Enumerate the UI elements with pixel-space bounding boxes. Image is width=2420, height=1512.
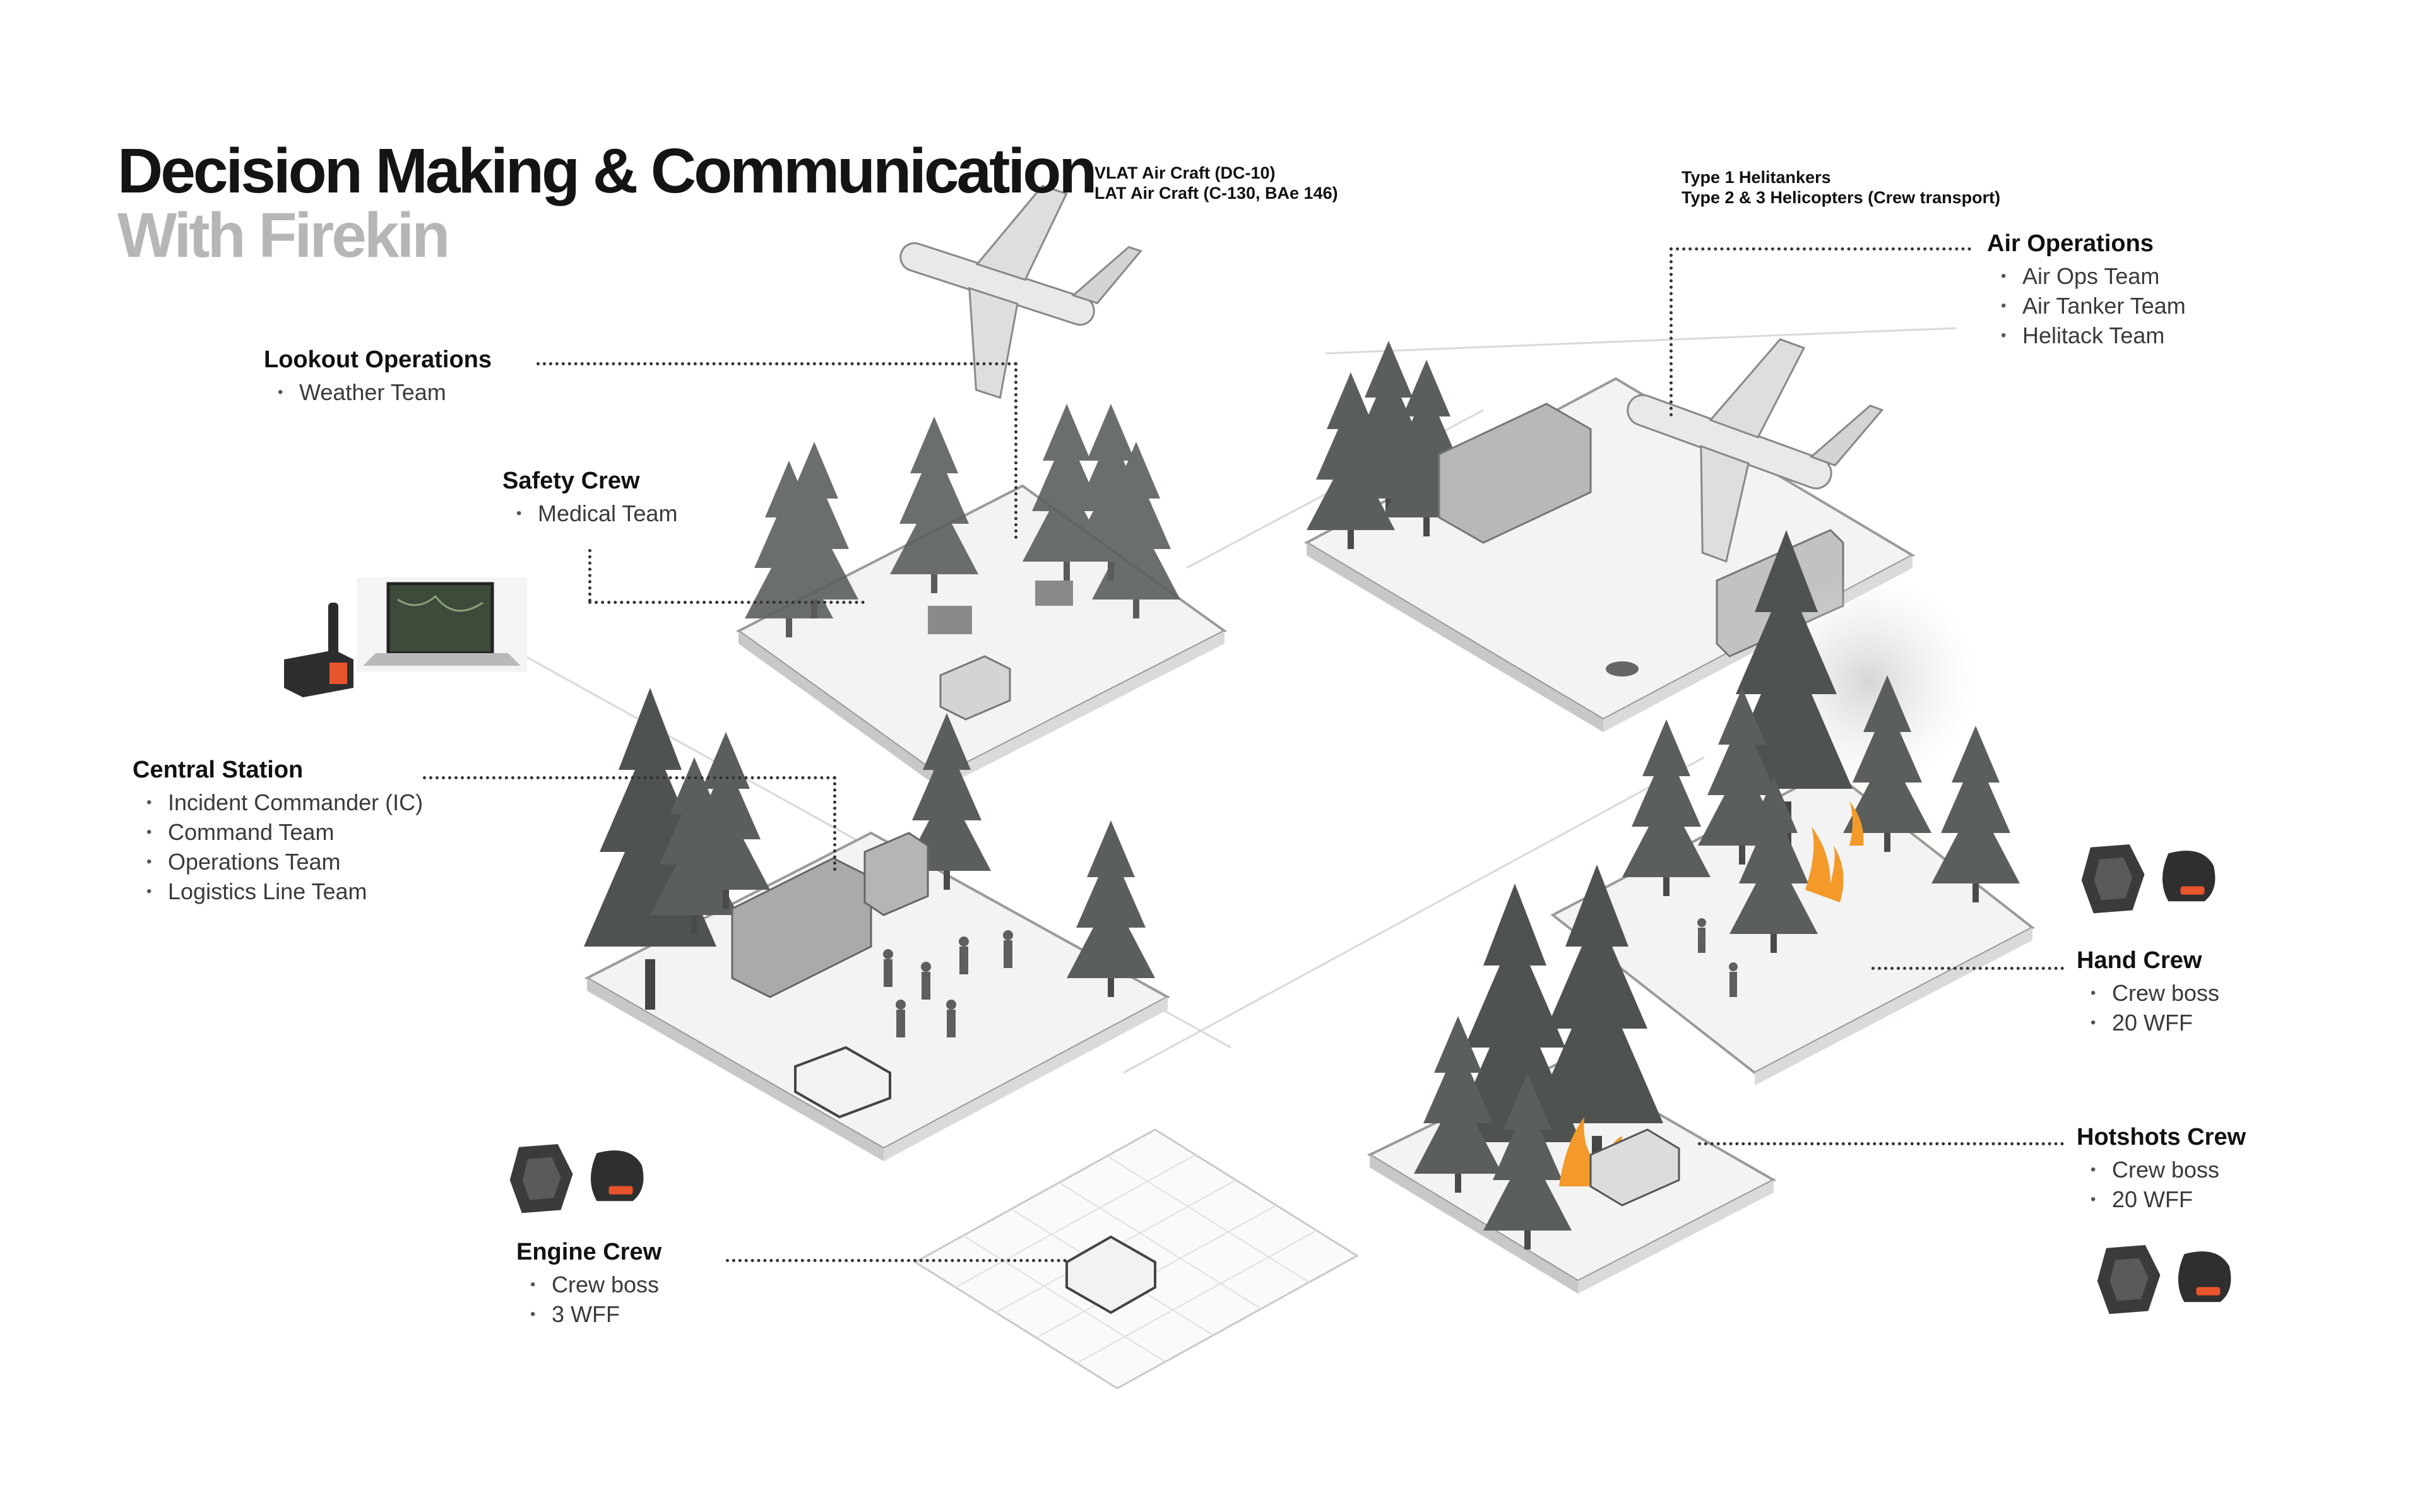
air-ops-leader-line [1670,247,1673,416]
wearable-device-icon [509,1144,644,1214]
group-item: 20 WFF [2077,1008,2219,1037]
group-title: Lookout Operations [264,346,492,373]
fixed-wing-aircraft-note: VLAT Air Craft (DC-10) LAT Air Craft (C-… [1094,163,1338,203]
safety-leader-line [588,549,591,602]
wearable-device-icon [2097,1245,2231,1314]
central-leader-line [833,776,836,871]
group-item: 20 WFF [2077,1184,2246,1214]
group-title: Hotshots Crew [2077,1124,2246,1150]
hotshots-crew-group: Hotshots Crew Crew boss 20 WFF [2077,1123,2246,1214]
aircraft-note-line: Type 2 & 3 Helicopters (Crew transport) [1682,188,2001,207]
group-item: Incident Commander (IC) [133,788,423,817]
safety-crew-group: Safety Crew Medical Team [502,467,677,528]
group-item: Operations Team [133,847,423,877]
lookout-leader-line [537,362,1017,365]
group-item: Command Team [133,817,423,847]
page-subtitle: With Firekin [117,200,450,271]
group-item: Weather Team [264,377,492,407]
central-station-group: Central Station Incident Commander (IC) … [133,756,423,906]
lookout-leader-line [1014,362,1017,539]
safety-lookout-platform [736,404,1227,789]
central-leader-line [423,776,836,779]
engine-crew-group: Engine Crew Crew boss 3 WFF [516,1238,661,1329]
aircraft-note-line: Type 1 Helitankers [1682,168,1831,187]
rotary-aircraft-note: Type 1 Helitankers Type 2 & 3 Helicopter… [1682,167,2000,208]
engine-crew-ground [913,1128,1359,1390]
gateway-device-icon [284,603,353,697]
air-ops-leader-line [1670,247,1971,251]
group-item: Crew boss [516,1270,661,1299]
hotshots-platform [1367,865,1777,1294]
airplane-icon [899,184,1142,399]
hand-crew-group: Hand Crew Crew boss 20 WFF [2077,947,2219,1037]
group-item: Crew boss [2077,978,2219,1008]
hand-crew-leader-line [1871,967,2064,970]
engine-crew-leader-line [726,1259,1067,1262]
group-item: Helitack Team [1987,321,2186,350]
group-item: Crew boss [2077,1155,2246,1184]
hotshots-leader-line [1698,1142,2064,1145]
aircraft-note-line: LAT Air Craft (C-130, BAe 146) [1094,184,1338,203]
page-title: Decision Making & Communication [117,136,1097,206]
group-item: Logistics Line Team [133,877,423,906]
group-item: Air Ops Team [1987,261,2186,291]
group-title: Safety Crew [502,468,640,494]
airplane-icon [1627,338,1884,563]
lookout-operations-group: Lookout Operations Weather Team [264,346,492,407]
air-operations-group: Air Operations Air Ops Team Air Tanker T… [1987,230,2186,350]
group-title: Air Operations [1987,230,2154,257]
safety-leader-line [588,601,865,604]
group-item: 3 WFF [516,1299,661,1329]
aircraft-note-line: VLAT Air Craft (DC-10) [1094,163,1276,182]
laptop-icon [357,577,527,672]
group-item: Air Tanker Team [1987,291,2186,321]
central-station-platform [584,688,1171,1161]
wearable-device-icon [2081,844,2215,914]
group-title: Hand Crew [2077,947,2202,974]
group-title: Central Station [133,757,304,783]
group-title: Engine Crew [516,1239,662,1265]
group-item: Medical Team [502,499,677,528]
